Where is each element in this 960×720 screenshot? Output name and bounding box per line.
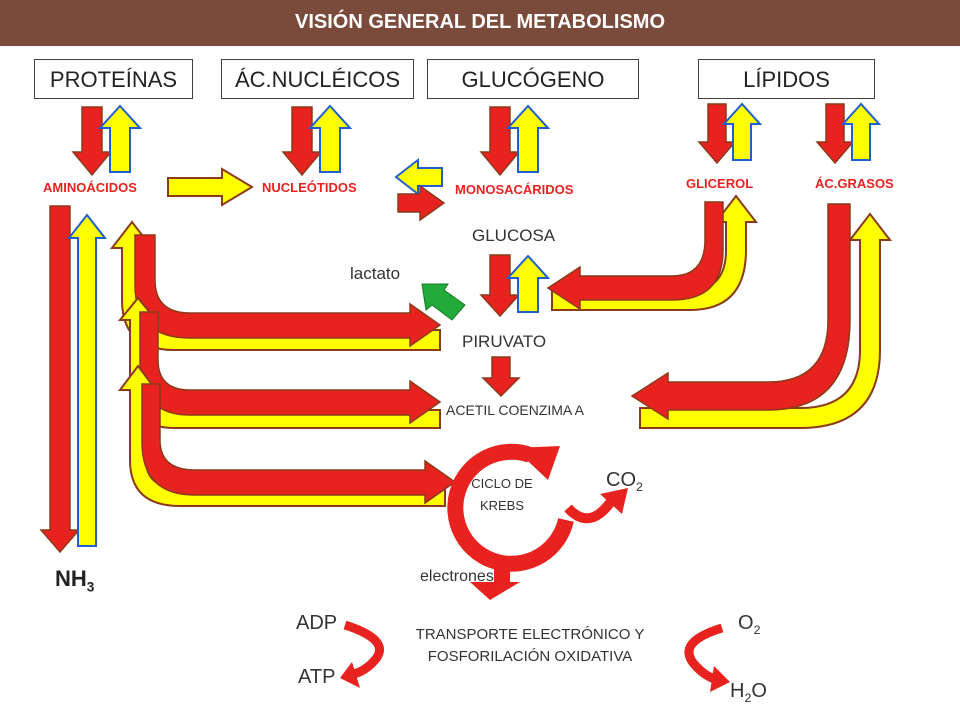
label-nh3: NH3 — [55, 566, 95, 595]
glucogeno-up-arrow — [505, 104, 551, 173]
aa-krebs-red-arrow — [141, 383, 457, 505]
label-ciclo-line1: CICLO DE — [471, 476, 533, 491]
grasos-down-arrow — [815, 103, 855, 165]
krebs-to-co2-arrow — [564, 497, 617, 524]
label-piruvato: PIRUVATO — [462, 332, 547, 351]
label-adp: ADP — [296, 612, 338, 634]
aa-piruvato-red-arrow — [134, 234, 442, 348]
nh3-up-arrow — [66, 213, 108, 547]
krebs-cycle-ring — [447, 443, 574, 572]
glicerol-piruvato-red-arrow — [546, 201, 724, 311]
label-o2: O2 — [738, 612, 761, 637]
glicerol-up-arrow — [721, 102, 763, 161]
lipidos-glicerol-pair-arrows — [697, 102, 763, 165]
box-ac-nucleicos: ÁC.NUCLÉICOS — [221, 59, 414, 99]
label-aminoacidos: AMINOÁCIDOS — [43, 180, 137, 195]
lipidos-grasos-pair-arrows — [815, 102, 882, 165]
nucleicos-pair-arrows — [281, 104, 353, 177]
label-atp: ATP — [298, 666, 336, 688]
proteinas-pair-arrows — [71, 104, 143, 177]
box-lipidos: LÍPIDOS — [698, 59, 875, 99]
label-monosacaridos: MONOSACÁRIDOS — [455, 182, 574, 197]
o2-h2o-arrowhead — [710, 666, 730, 692]
proteinas-down-arrow — [71, 106, 113, 177]
label-acetil-coa: ACETIL COENZIMA A — [446, 402, 584, 418]
label-electrones: electrones — [420, 568, 494, 585]
krebs-cycle-arrowhead — [514, 446, 560, 480]
label-glicerol: GLICEROL — [686, 176, 754, 191]
piruvato-to-glucosa-up-arrow — [505, 254, 551, 313]
krebs-to-electrones-arrow — [470, 564, 520, 600]
box-proteinas: PROTEÍNAS — [34, 59, 193, 99]
label-nucleotidos: NUCLEÓTIDOS — [262, 180, 357, 195]
grasos-acetil-red-arrow — [630, 203, 851, 421]
nucleicos-up-arrow — [307, 104, 353, 173]
label-ciclo-line2: KREBS — [479, 498, 525, 513]
label-transport-line2: FOSFORILACIÓN OXIDATIVA — [427, 648, 633, 665]
piruvato-to-lactato-green-arrow — [421, 283, 466, 321]
label-ac-grasos: ÁC.GRASOS — [815, 176, 894, 191]
proteinas-up-arrow — [97, 104, 143, 173]
diagram-title: VISIÓN GENERAL DEL METABOLISMO — [250, 6, 710, 38]
nucleicos-down-arrow — [281, 106, 323, 177]
adp-atp-arrowhead — [340, 662, 360, 688]
glucosa-to-piruvato-down-arrow — [479, 254, 521, 318]
piruvato-to-acetil-arrow — [481, 356, 521, 398]
label-glucosa: GLUCOSA — [472, 226, 556, 245]
nh3-down-arrow — [39, 205, 81, 554]
glucogeno-pair-arrows — [479, 104, 551, 177]
grasos-up-arrow — [840, 102, 882, 161]
krebs-to-co2-arrowhead — [600, 488, 628, 514]
label-transport-line1: TRANSPORTE ELECTRÓNICO Y — [415, 626, 645, 643]
glucogeno-down-arrow — [479, 106, 521, 177]
monosacaridos-to-nucleotidos-arrow — [394, 157, 443, 197]
acetil-grasos-yellow-arrow — [639, 212, 893, 429]
glicerol-down-arrow — [697, 103, 737, 165]
nucleotidos-to-monosacaridos-arrow — [397, 184, 446, 222]
label-h2o: H2O — [730, 680, 767, 705]
box-glucogeno: GLUCÓGENO — [427, 59, 639, 99]
label-lactato: lactato — [350, 264, 401, 283]
aminoacidos-to-nucleotidos-arrow — [167, 167, 254, 207]
label-co2: CO2 — [606, 469, 643, 494]
